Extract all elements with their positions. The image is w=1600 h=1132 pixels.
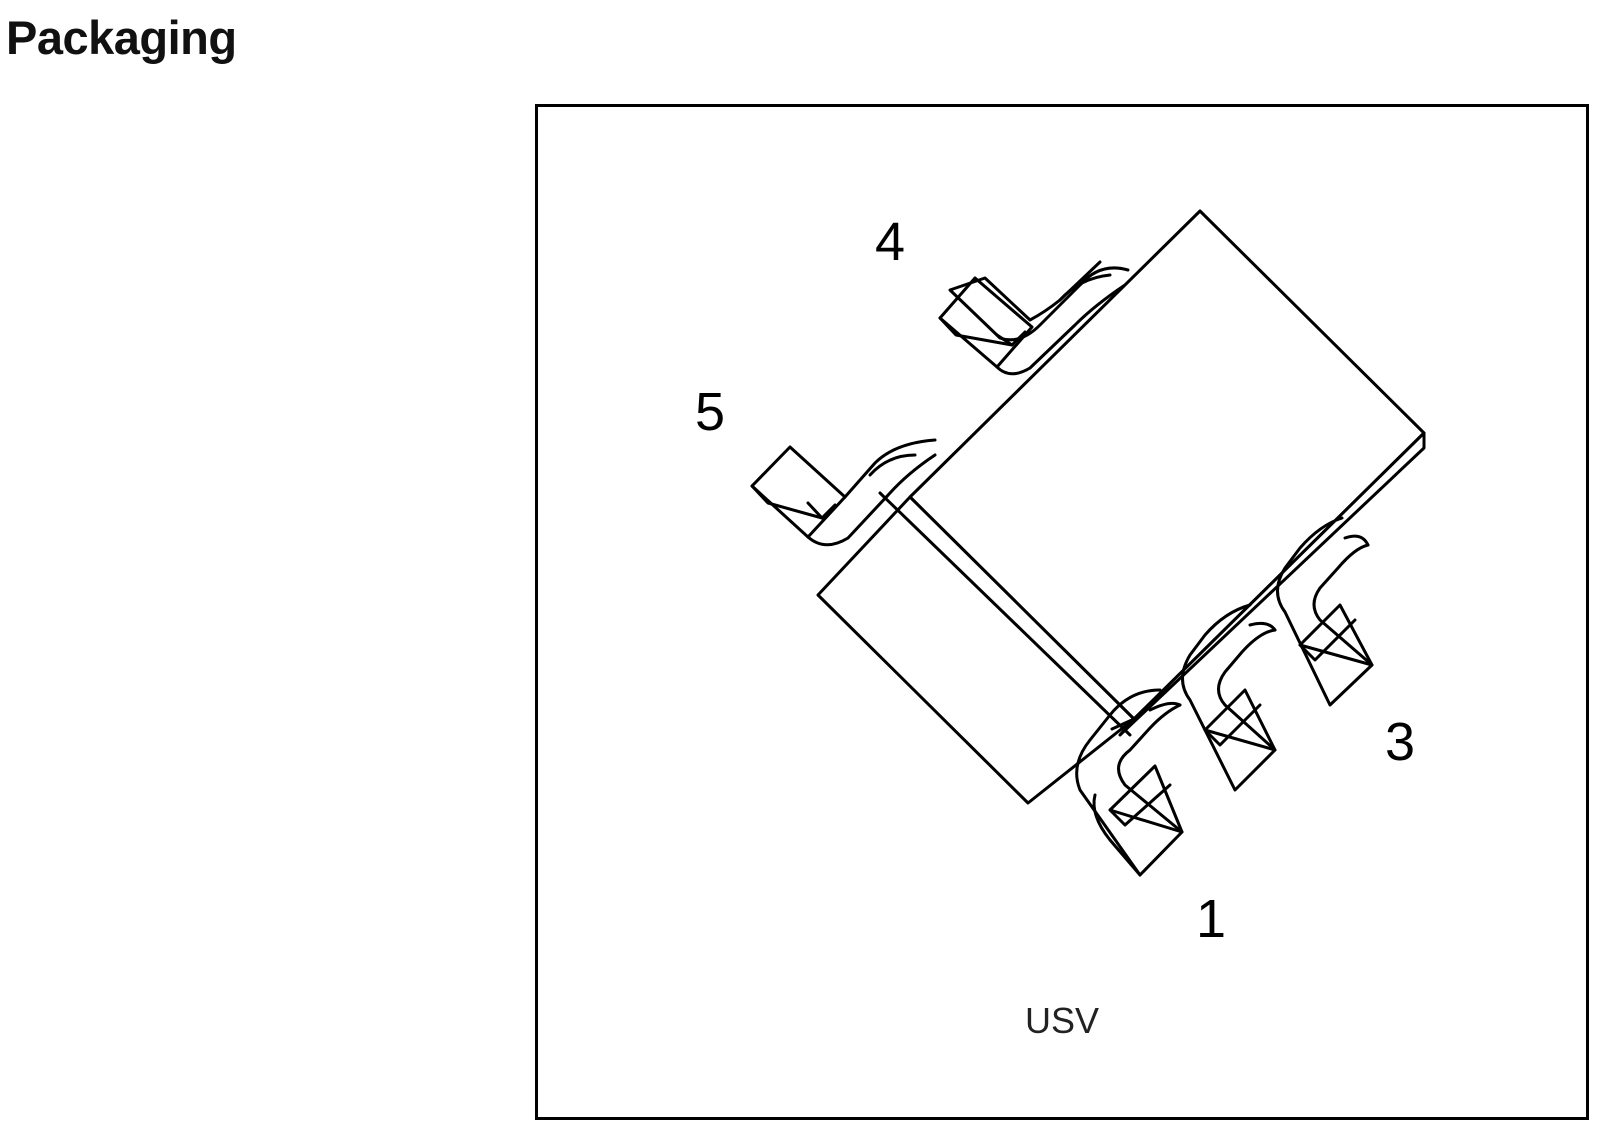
lead-pin-4 <box>938 260 1130 376</box>
lead-pin-1 <box>1075 688 1184 877</box>
pin-label-3: 3 <box>1385 712 1415 772</box>
pin-label-1: 1 <box>1196 889 1226 949</box>
pin-label-5: 5 <box>695 382 725 442</box>
package-figure-frame <box>535 104 1589 1120</box>
package-body <box>816 209 1426 805</box>
package-name: USV <box>1025 1000 1099 1041</box>
pin-label-4: 4 <box>875 212 905 272</box>
lead-pin-5 <box>750 438 937 547</box>
lead-pin-2 <box>1181 603 1277 792</box>
section-title: Packaging <box>6 11 237 64</box>
lead-pin-3 <box>1276 516 1374 707</box>
